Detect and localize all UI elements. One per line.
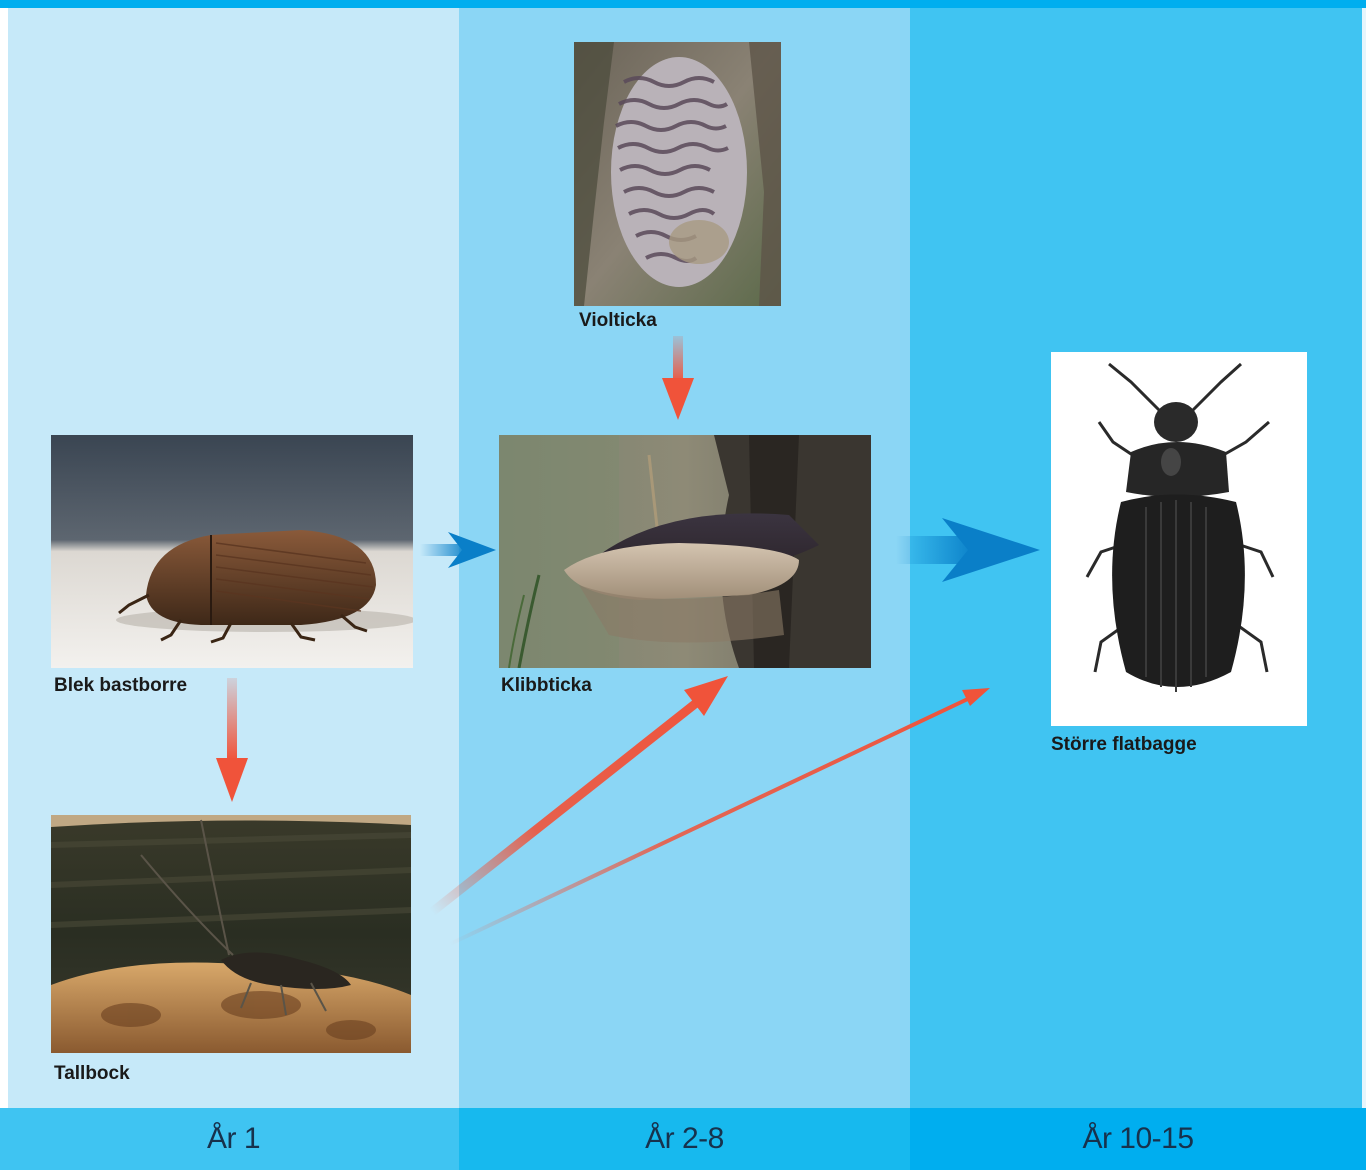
period-3-label: År 10-15 — [910, 1108, 1366, 1170]
arrow-tallbock-to-klibbticka — [432, 676, 728, 912]
arrow-bastborre-to-klibbticka — [420, 532, 496, 568]
arrow-violticka-to-klibbticka — [662, 336, 694, 420]
footer-left-margin — [0, 1108, 8, 1170]
arrow-tallbock-to-flatbagge — [450, 688, 990, 944]
period-1-label: År 1 — [8, 1108, 459, 1170]
arrow-klibbticka-to-flatbagge — [896, 518, 1040, 582]
arrow-bastborre-to-tallbock — [216, 678, 248, 802]
period-2-label: År 2-8 — [459, 1108, 910, 1170]
